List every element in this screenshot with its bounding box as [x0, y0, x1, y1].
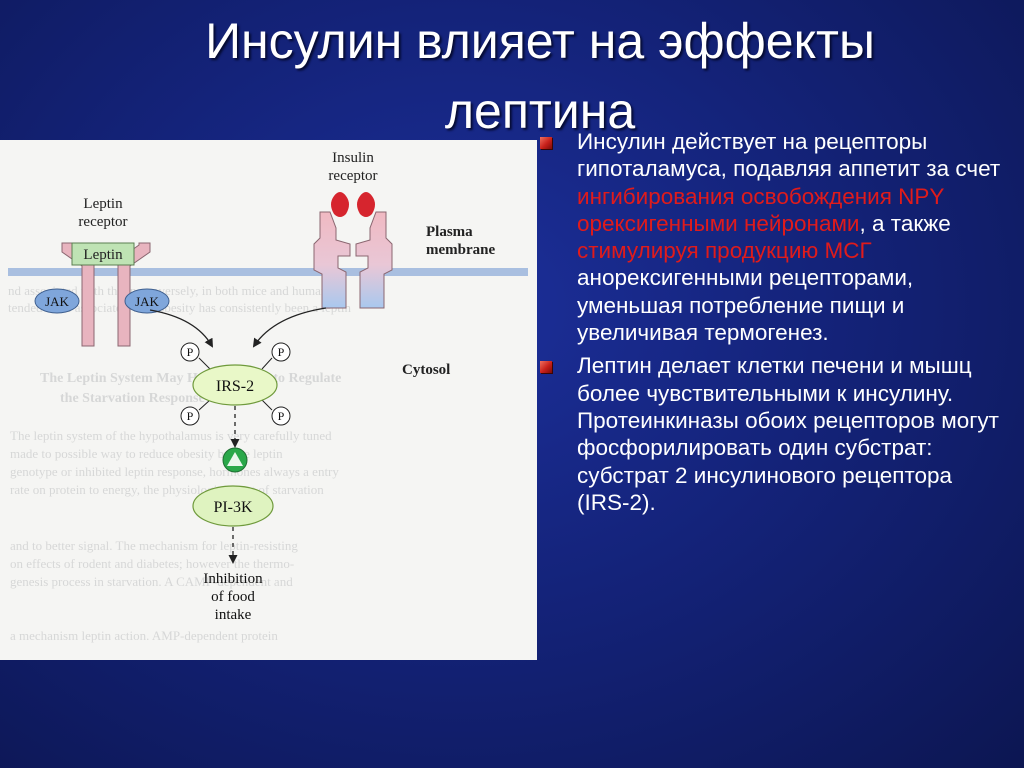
bg-text-line: and to better signal. The mechanism for … [10, 538, 298, 553]
leptin-box [71, 242, 135, 266]
phosphate-label: P [187, 409, 194, 423]
arrow-insulin-to-irs2 [252, 307, 327, 348]
bg-text-line: The leptin system of the hypothalamus is… [10, 428, 332, 443]
bg-text-line: a mechanism leptin action. AMP-dependent… [10, 628, 278, 643]
arrow-jak-to-irs2 [149, 309, 213, 348]
irs2-node [192, 364, 278, 406]
pathway-diagram: nd associated with the in conversely, in… [8, 150, 528, 643]
activation-triangle-icon [227, 452, 243, 466]
bg-text-line: the Starvation Response [60, 391, 205, 406]
bg-text-line: genesis process in starvation. A CAMP-de… [10, 574, 293, 589]
pi3k-node [192, 485, 274, 527]
inhibition-label: Inhibition [203, 571, 263, 587]
leptin-receptor-label: receptor [78, 214, 127, 230]
bullet-text: Инсулин действует на рецепторы гипоталам… [577, 129, 1001, 182]
jak-left [34, 288, 80, 314]
insulin-receptor [313, 192, 393, 309]
phosphate-group [271, 406, 291, 426]
phosphate-group [180, 406, 200, 426]
leptin-receptor-label: Leptin [83, 196, 123, 212]
phosphate-group [180, 342, 200, 362]
phosphate-label: P [187, 345, 194, 359]
bullet-text: Лептин делает клетки печени и мышц более… [577, 353, 999, 515]
bullet-marker-icon [540, 361, 552, 374]
leptin-receptor: Leptin [61, 242, 151, 347]
bg-text-line: rate on protein to energy, the physiolog… [10, 482, 324, 497]
cytosol-label: Cytosol [402, 362, 450, 378]
jak-right [124, 288, 170, 314]
plasma-membrane-label: Plasma [426, 224, 473, 240]
insulin-binding-right [357, 192, 375, 217]
inhibition-label: intake [215, 607, 252, 623]
insulin-receptor-label: Insulin [332, 150, 374, 166]
insulin-binding-left [331, 192, 349, 217]
bullet-marker-icon [540, 137, 552, 149]
bullet-item: Лептин делает клетки печени и мышц более… [540, 352, 1010, 516]
inhibition-label: of food [211, 589, 255, 605]
slide-title-line-1: Инсулин влияет на эффекты [205, 13, 875, 69]
pi3k-label: PI-3K [213, 499, 253, 516]
insulin-receptor-label: receptor [328, 168, 377, 184]
slide-title: Инсулин влияет на эффекты лептина [60, 6, 1020, 146]
irs2-label: IRS-2 [216, 378, 254, 395]
bullet-list: Инсулин действует на рецепторы гипоталам… [540, 128, 1010, 516]
bullet-highlight: стимулируя продукцию МСГ [577, 238, 872, 264]
bullet-text: , а также [859, 210, 951, 236]
slide-title-line-2: лептина [444, 83, 636, 139]
bullet-text: анорексигенными рецепторами, уменьшая по… [577, 265, 914, 346]
bg-text-line: made to possible way to reduce obesity b… [10, 446, 283, 461]
leptin-box-label: Leptin [83, 247, 123, 263]
bg-text-line: The Leptin System May Have Evolved to Re… [40, 371, 341, 386]
jak-left-label: JAK [45, 294, 69, 309]
bullet-item: Инсулин действует на рецепторы гипоталам… [540, 128, 1010, 346]
bullet-highlight: ингибирования освобождения NPY орексиген… [577, 183, 944, 236]
plasma-membrane-label: membrane [426, 242, 495, 258]
jak-right-label: JAK [135, 294, 159, 309]
plasma-membrane-band [8, 268, 528, 276]
phosphate-label: P [278, 345, 285, 359]
phosphate-label: P [278, 409, 285, 423]
bg-text-line: on effects of rodent and diabetes; howev… [10, 556, 294, 571]
bg-text-line: genotype or inhibited leptin response, h… [10, 464, 339, 479]
pathway-figure: nd associated with the in conversely, in… [0, 140, 537, 660]
phosphate-group [271, 342, 291, 362]
